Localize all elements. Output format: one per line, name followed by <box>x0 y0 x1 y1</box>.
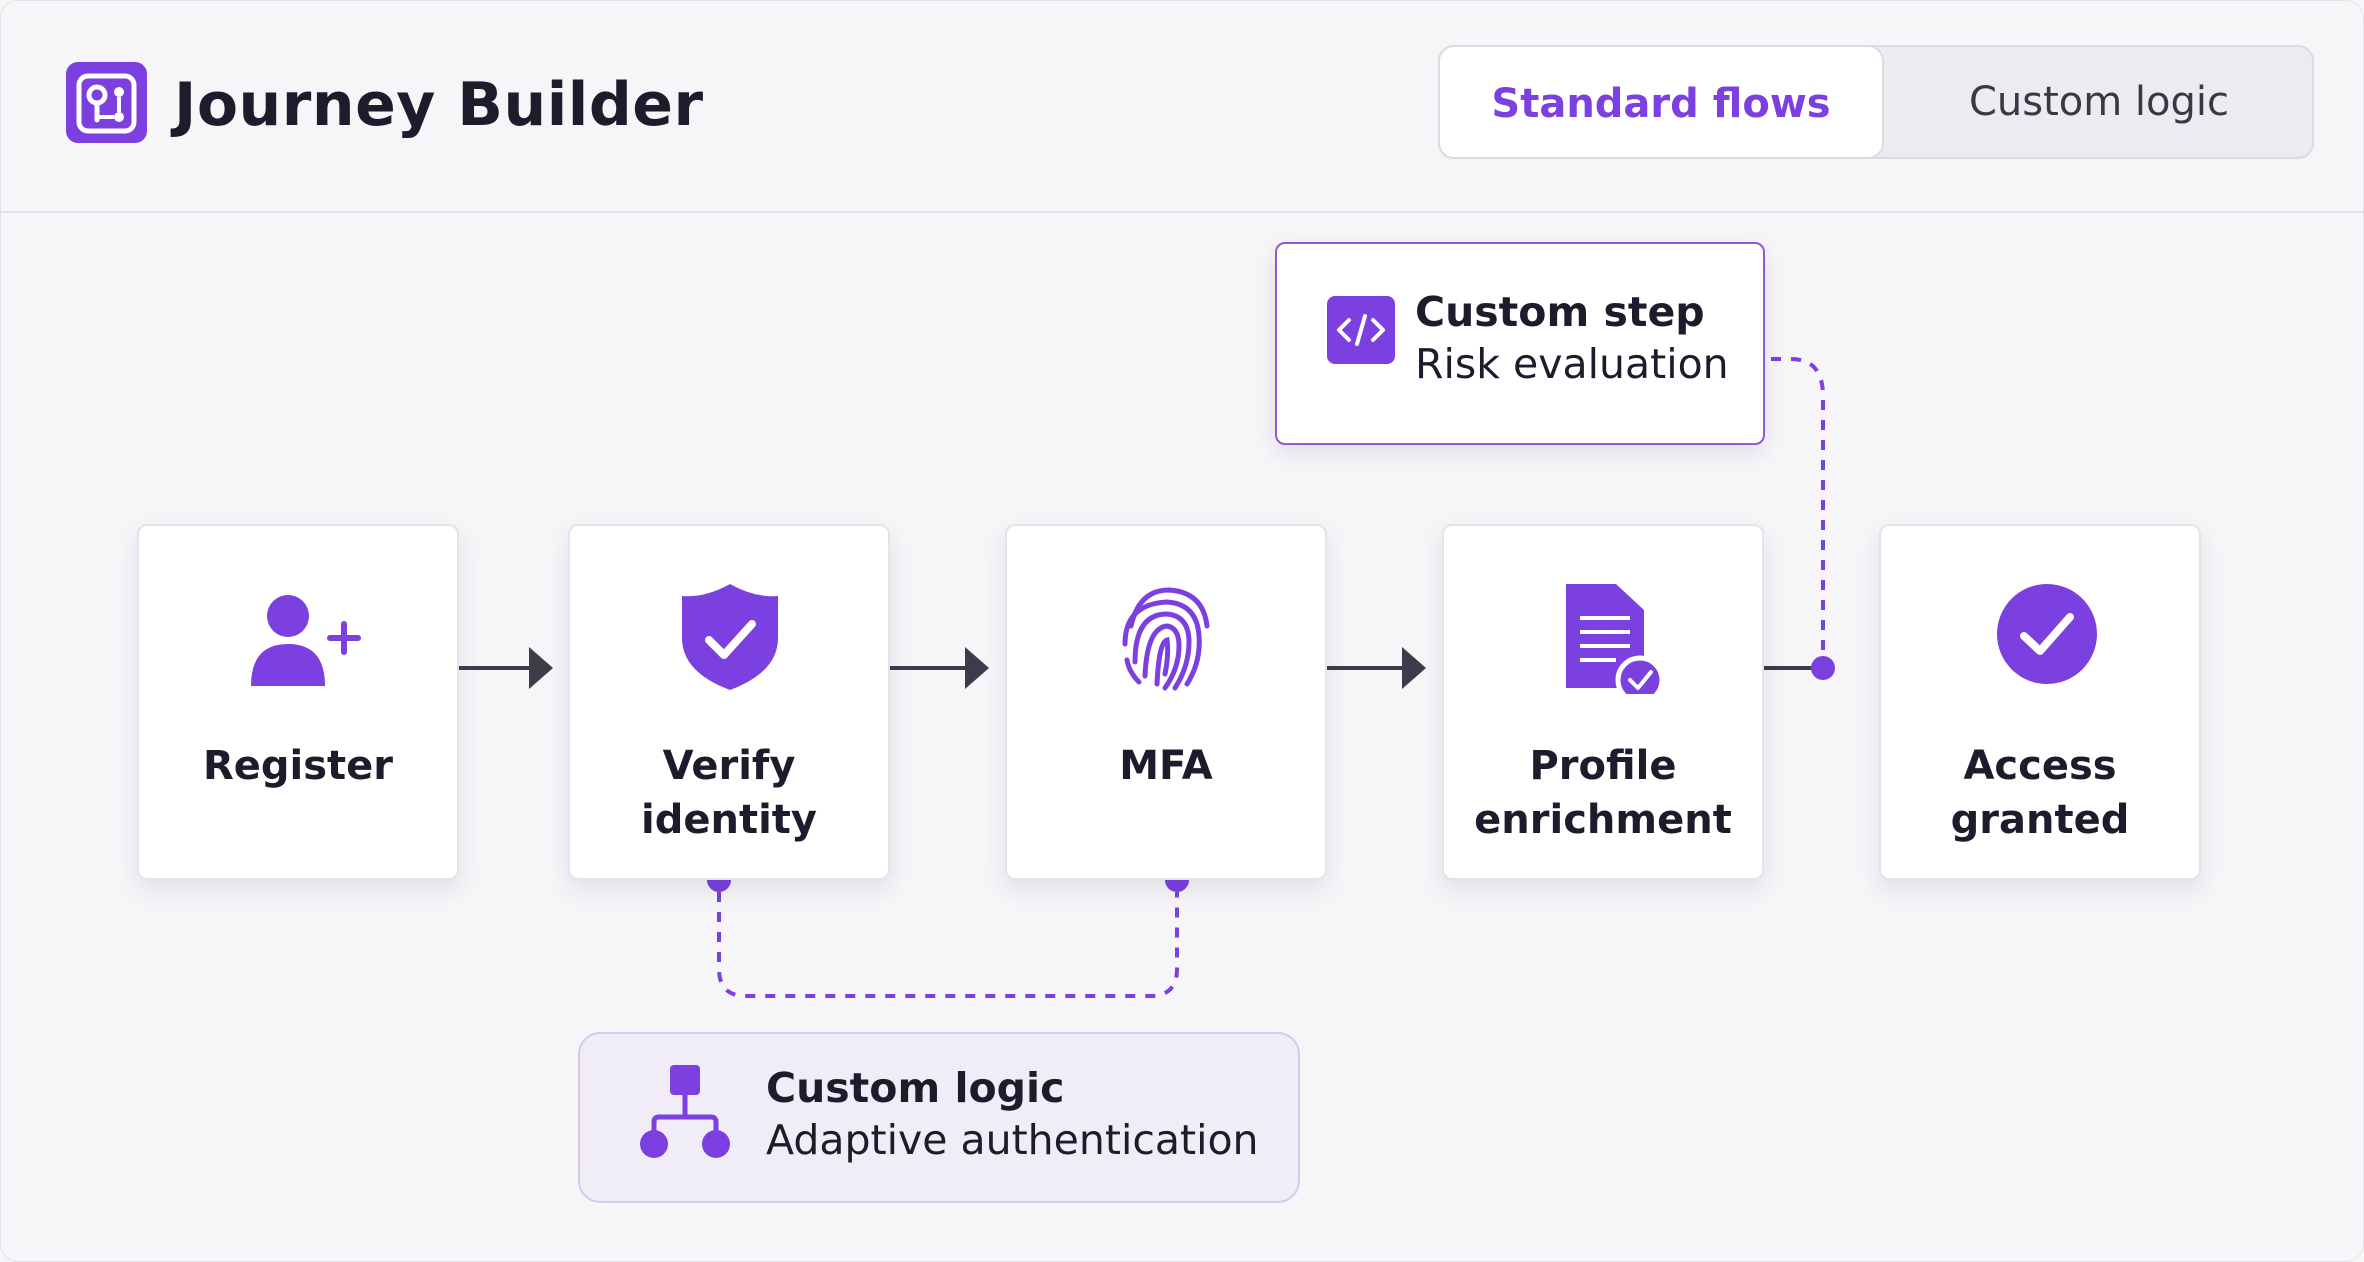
check-circle-icon <box>1881 584 2199 694</box>
app-title: Journey Builder <box>174 70 704 140</box>
branch-icon <box>633 1062 733 1162</box>
node-label: Access granted <box>1950 743 2130 843</box>
node-label: Register <box>202 743 394 789</box>
fingerprint-icon <box>1007 584 1325 694</box>
dashed-link-custom-step <box>1771 357 1825 656</box>
node-register[interactable]: Register <box>137 524 459 880</box>
node-label: Verify identity <box>641 743 817 843</box>
node-mfa[interactable]: MFA <box>1005 524 1327 880</box>
app-header: Journey Builder Standard flows Custom lo… <box>1 1 2363 213</box>
user-add-icon <box>139 584 457 694</box>
node-label: MFA <box>1119 743 1213 789</box>
arrow-verify-to-mfa <box>889 647 989 689</box>
node-access-granted[interactable]: Access granted <box>1879 524 2201 880</box>
tab-custom-logic[interactable]: Custom logic <box>1968 79 2230 125</box>
arrow-mfa-to-profile <box>1327 647 1426 689</box>
custom-logic-subtitle: Adaptive authentication <box>766 1116 1259 1164</box>
custom-step-subtitle: Risk evaluation <box>1415 340 1729 388</box>
custom-logic-title: Custom logic <box>766 1064 1065 1112</box>
custom-logic-callout[interactable]: Custom logic Adaptive authentication <box>578 1032 1300 1203</box>
node-verify-identity[interactable]: Verify identity <box>568 524 890 880</box>
tab-standard-flows[interactable]: Standard flows <box>1438 45 1884 159</box>
node-profile-enrichment[interactable]: Profile enrichment <box>1442 524 1764 880</box>
code-icon <box>1327 296 1395 364</box>
arrow-register-to-verify <box>458 647 553 689</box>
document-check-icon <box>1444 584 1762 705</box>
view-tabs: Standard flows Custom logic <box>1438 45 2314 159</box>
shield-check-icon <box>570 584 888 694</box>
connector-profile-to-access <box>1764 656 1835 680</box>
route-map-icon <box>66 62 147 143</box>
custom-step-title: Custom step <box>1415 288 1705 336</box>
dashed-link-custom-logic <box>707 868 1189 998</box>
node-label: Profile enrichment <box>1474 743 1732 843</box>
custom-step-callout[interactable]: Custom step Risk evaluation <box>1275 242 1765 445</box>
